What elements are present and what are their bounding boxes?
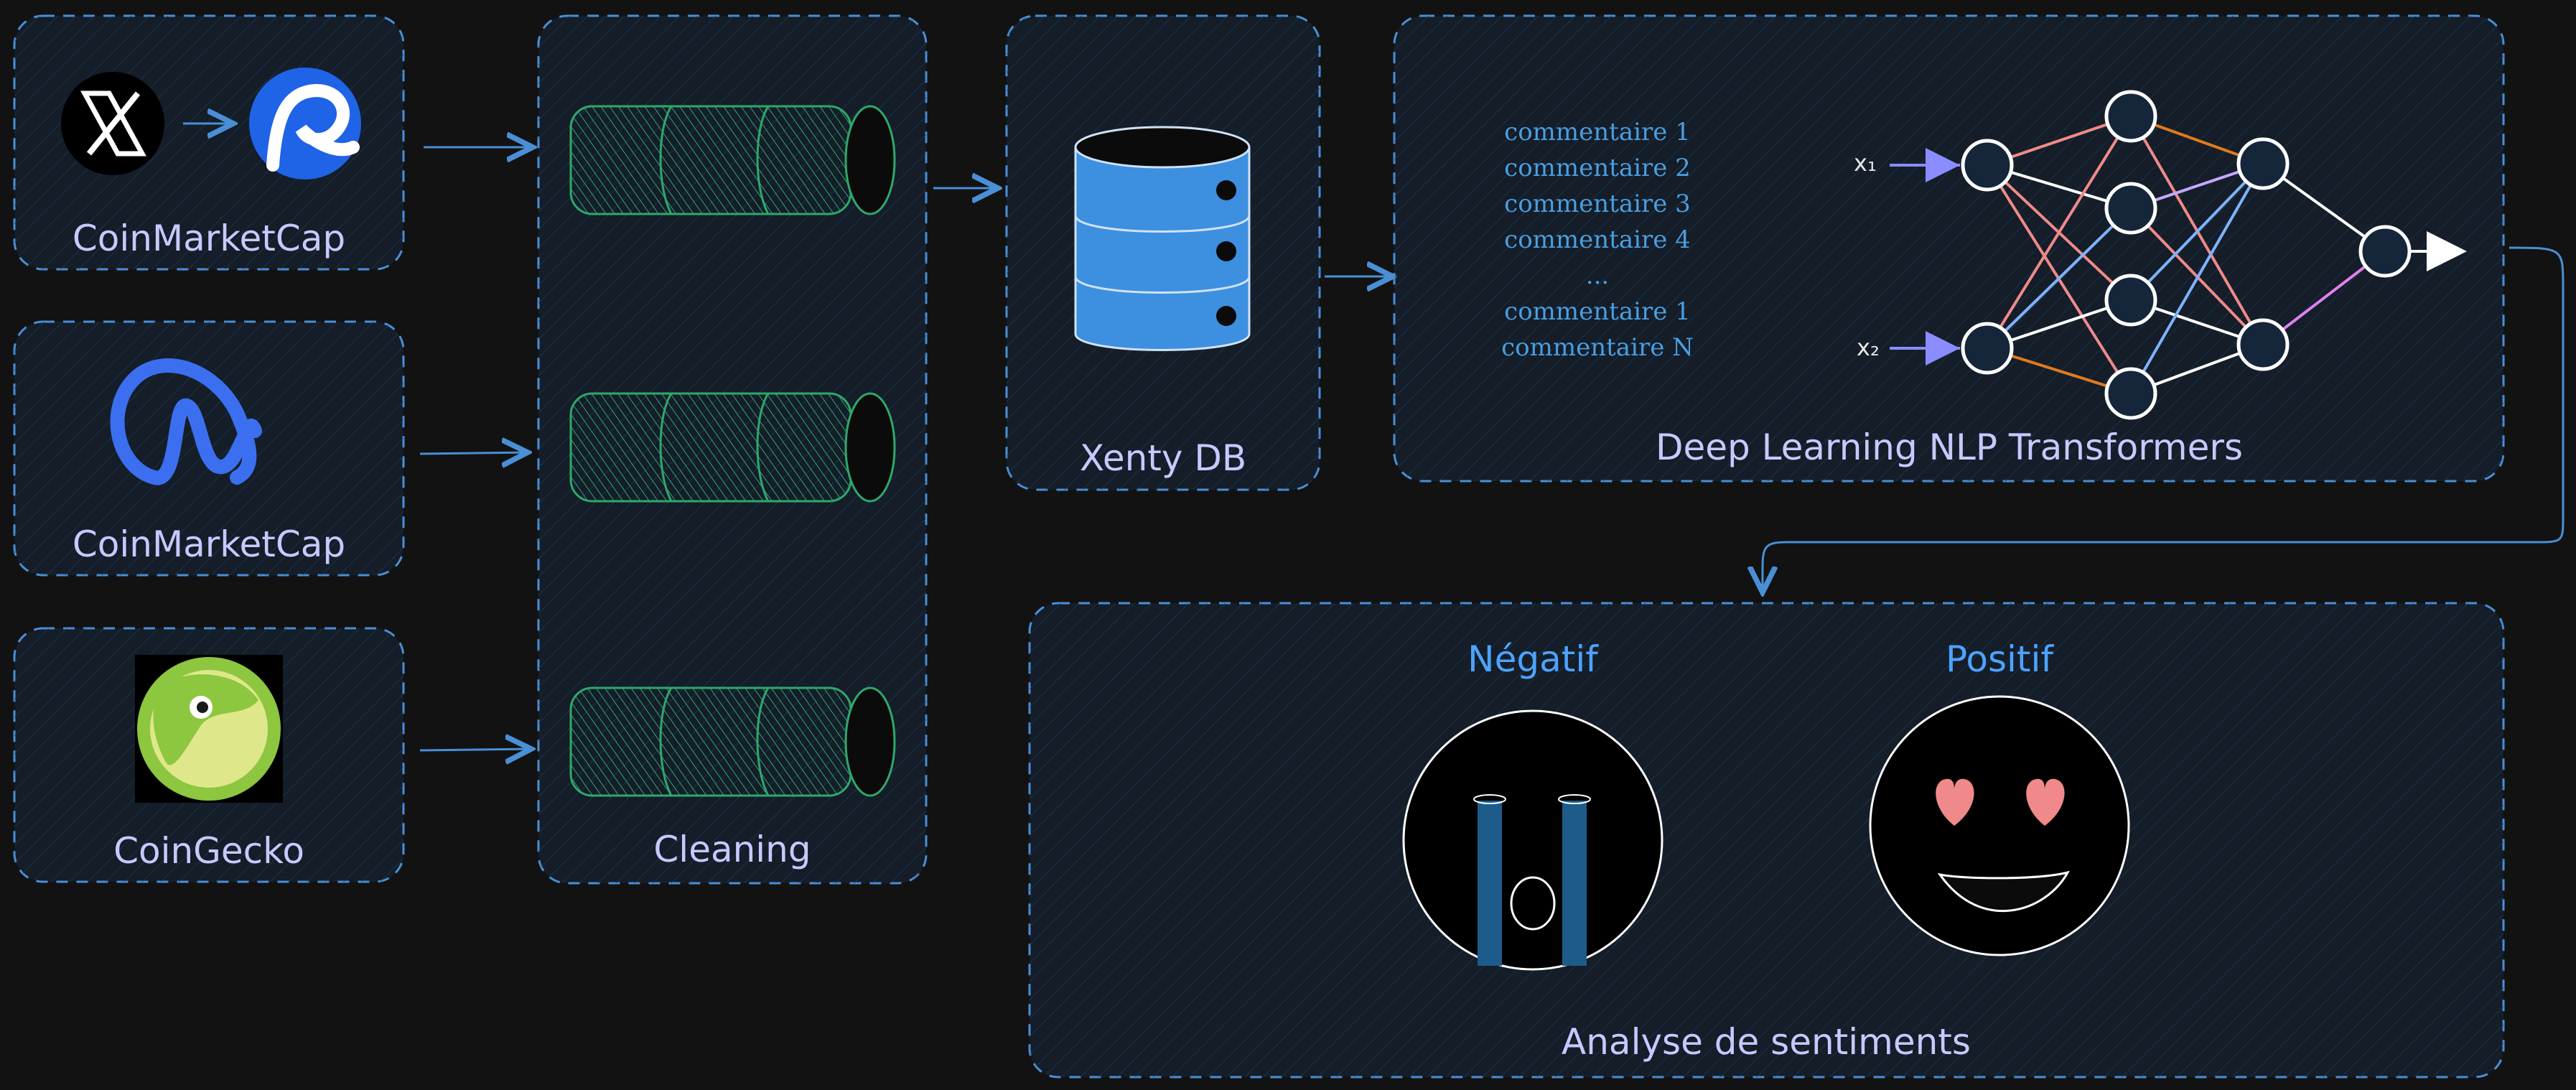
cleaning-panel: Cleaning (537, 14, 928, 885)
pipe-icon-1 (569, 105, 896, 215)
nlp-panel: commentaire 1 commentaire 2 commentaire … (1393, 14, 2505, 483)
input-label-x1: x₁ (1854, 149, 1877, 177)
x-logo-icon (61, 72, 164, 175)
database-label: Xenty DB (1080, 437, 1246, 479)
source3-to-cleaning-arrow (419, 749, 531, 750)
comment-item: commentaire 4 (1504, 225, 1691, 254)
comment-item: commentaire 2 (1504, 154, 1691, 182)
nlp-label: Deep Learning NLP Transformers (1656, 427, 2243, 468)
comment-item: commentaire 1 (1504, 297, 1691, 326)
source-label-3: CoinGecko (113, 830, 304, 872)
heart-eyes-face-icon (1869, 695, 2130, 956)
nlp-to-sentiment-arrow (1763, 246, 2565, 592)
source-label-2: CoinMarketCap (73, 523, 345, 565)
source-panel-1: CoinMarketCap (13, 14, 405, 271)
neural-network-icon: x₁ x₂ (1854, 90, 2467, 420)
comment-item: commentaire 1 (1504, 118, 1691, 146)
positive-label: Positif (1946, 638, 2054, 680)
cleaning-label: Cleaning (653, 829, 811, 870)
crying-face-icon (1402, 709, 1663, 971)
negative-label: Négatif (1467, 638, 1599, 680)
source-label-1: CoinMarketCap (73, 218, 345, 259)
pipe-icon-3 (569, 686, 896, 797)
comment-item: ... (1586, 261, 1609, 290)
source-panel-2: CoinMarketCap (13, 320, 405, 577)
sentiment-panel: Négatif Positif Analyse de sentiments (1028, 602, 2505, 1079)
coingecko-icon (135, 655, 283, 803)
database-panel: Xenty DB (1005, 14, 1321, 491)
sentiment-label: Analyse de sentiments (1562, 1021, 1971, 1063)
pipe-icon-2 (569, 392, 896, 503)
coinmarketcap-m-icon (110, 358, 262, 485)
comment-list: commentaire 1 commentaire 2 commentaire … (1501, 118, 1694, 362)
source-panel-3: CoinGecko (13, 627, 405, 883)
database-icon (1074, 126, 1251, 351)
comment-item: commentaire N (1501, 333, 1694, 362)
input-label-x2: x₂ (1857, 334, 1880, 361)
comment-item: commentaire 3 (1504, 190, 1691, 218)
coinmarketcap-r-icon (249, 67, 361, 180)
source2-to-cleaning-arrow (419, 452, 528, 454)
